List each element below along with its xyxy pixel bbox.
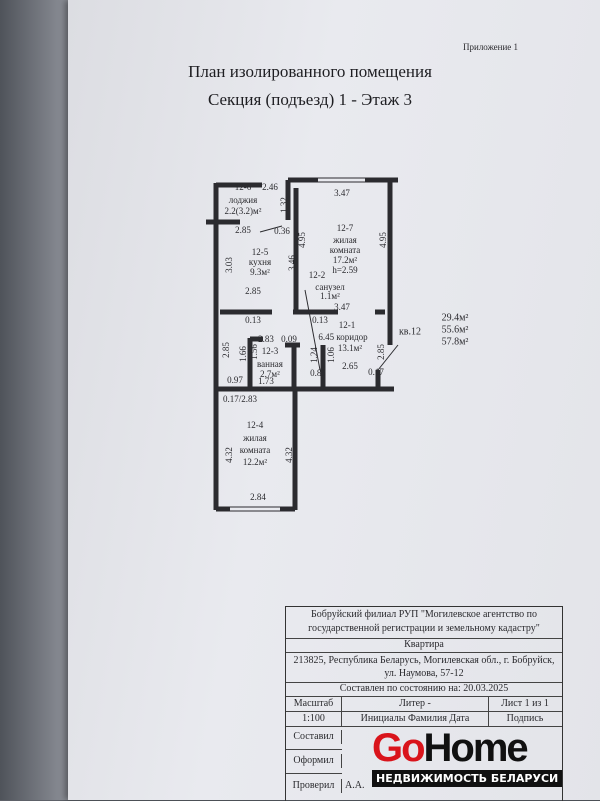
apartment-number: кв.12 bbox=[398, 326, 422, 338]
plan-label: h=2.59 bbox=[332, 265, 358, 275]
plan-label: 1.32 bbox=[279, 197, 289, 213]
object-type: Квартира bbox=[286, 638, 562, 653]
org-name: Бобруйский филиал РУП "Могилевское агент… bbox=[286, 607, 562, 639]
plan-label: 12-2 bbox=[308, 270, 326, 280]
plan-label: 12-5 bbox=[251, 247, 269, 257]
plan-label: ванная bbox=[257, 359, 283, 369]
plan-label: 9.3м² bbox=[250, 267, 270, 277]
plan-label: 1.66 bbox=[238, 346, 248, 362]
plan-label: 2.85 bbox=[235, 225, 251, 235]
plan-label: санузел bbox=[315, 282, 345, 292]
checked-label: Проверил bbox=[286, 779, 342, 793]
plan-label: 2.83 bbox=[258, 334, 274, 344]
checked-by: А.А. bbox=[345, 780, 365, 791]
title-line-1: План изолированного помещения bbox=[188, 62, 432, 81]
plan-label: 1.1м² bbox=[320, 291, 340, 301]
plan-label: 12-7 bbox=[336, 223, 354, 233]
area-total: 55.6м² bbox=[441, 324, 469, 336]
plan-label: 3.46 bbox=[287, 255, 297, 271]
plan-label: 3.47 bbox=[334, 188, 350, 198]
composed-label: Составил bbox=[286, 730, 342, 744]
title-line-2: Секция (подъезд) 1 - Этаж 3 bbox=[207, 90, 413, 109]
plan-label: 13.1м² bbox=[337, 343, 363, 353]
plan-label: 4.95 bbox=[378, 232, 388, 248]
plan-label: 1.56 bbox=[249, 344, 259, 360]
plan-label: 2.85 bbox=[376, 344, 386, 360]
gohome-watermark: GoHome НЕДВИЖИМОСТЬ БЕЛАРУСИ bbox=[372, 728, 563, 787]
appendix-label: Приложение 1 bbox=[463, 42, 519, 52]
plan-label: 12-4 bbox=[246, 420, 264, 430]
plan-label: 2.65 bbox=[342, 361, 358, 371]
plan-label: 0.17/2.83 bbox=[222, 394, 258, 404]
row-divider bbox=[286, 711, 562, 712]
plan-label: 17.2м² bbox=[332, 255, 358, 265]
plan-label: 0.97 bbox=[227, 375, 243, 385]
plan-label: 2.46 bbox=[262, 182, 278, 192]
row-divider bbox=[286, 726, 562, 727]
plan-label: комната bbox=[239, 445, 271, 455]
plan-label: кухня bbox=[248, 257, 272, 267]
plan-label: 1.06 bbox=[326, 347, 336, 363]
sheet: Лист 1 из 1 bbox=[501, 698, 549, 709]
plan-label: 12-3 bbox=[261, 346, 279, 356]
plan-label: 12-1 bbox=[338, 320, 356, 330]
plan-label: 2.7м² bbox=[260, 369, 280, 379]
underlying-sheet bbox=[0, 0, 68, 800]
plan-label: 3.47 bbox=[334, 302, 350, 312]
plan-label: 2.84 bbox=[250, 492, 266, 502]
date-line: Составлен по состоянию на: 20.03.2025 bbox=[286, 682, 562, 697]
plan-label: комната bbox=[329, 245, 361, 255]
plan-label: 0.13 bbox=[312, 315, 328, 325]
scale-label: Масштаб bbox=[286, 697, 342, 711]
plan-label: жилая bbox=[333, 235, 357, 245]
plan-label: 4.32 bbox=[284, 447, 294, 463]
columns-header: Инициалы Фамилия Дата bbox=[342, 712, 489, 726]
plan-label: лоджия bbox=[228, 195, 258, 205]
row-divider bbox=[286, 749, 342, 750]
plan-label: 4.95 bbox=[297, 232, 307, 248]
document-page bbox=[68, 0, 600, 800]
plan-label: 2.85 bbox=[245, 286, 261, 296]
plan-label: 1.24 bbox=[309, 347, 319, 363]
plan-label: 0.09 bbox=[281, 334, 297, 344]
liter: Литер - bbox=[342, 697, 489, 711]
row-divider bbox=[286, 773, 342, 774]
formatted-label: Оформил bbox=[286, 754, 342, 768]
plan-label: 0.85 bbox=[310, 368, 326, 378]
plan-label: 12.2м² bbox=[242, 457, 268, 467]
plan-label: 2.2(3.2)м² bbox=[224, 206, 262, 216]
plan-label: 0.36 bbox=[274, 226, 290, 236]
plan-label: 0.17 bbox=[368, 367, 384, 377]
plan-label: 2.85 bbox=[221, 342, 231, 358]
plan-label: 0.13 bbox=[245, 315, 261, 325]
address: 213825, Республика Беларусь, Могилевская… bbox=[286, 653, 562, 683]
plan-label: 4.32 bbox=[224, 447, 234, 463]
area-with-loggia: 57.8м² bbox=[441, 336, 469, 348]
plan-label: 3.03 bbox=[224, 257, 234, 273]
area-living: 29.4м² bbox=[441, 312, 469, 324]
plan-label: 12-6 bbox=[234, 182, 252, 192]
plan-label: жилая bbox=[243, 433, 267, 443]
plan-label: 1.73 bbox=[258, 376, 274, 386]
scale: 1:100 bbox=[286, 712, 342, 726]
signature-header: Подпись bbox=[506, 713, 544, 724]
title-block: Бобруйский филиал РУП "Могилевское агент… bbox=[285, 606, 563, 801]
plan-label: 6.45 коридор bbox=[318, 332, 368, 342]
